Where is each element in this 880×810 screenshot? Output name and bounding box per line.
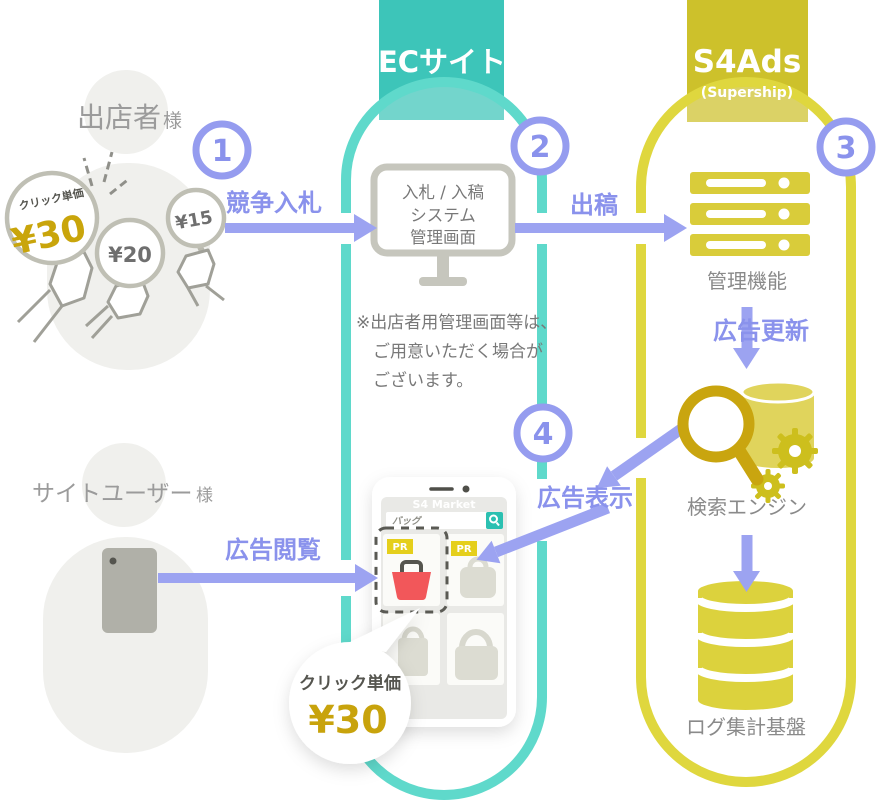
- submission-arrow: [515, 214, 687, 242]
- ad-update-arrow: [733, 307, 760, 369]
- seller-label: 出店者: [77, 101, 161, 134]
- step-badges: 1 2 3 4: [192, 116, 876, 463]
- engine-to-log-arrow: [733, 535, 760, 592]
- footnote-line1: ※出店者用管理画面等は、: [356, 313, 557, 333]
- emphasis-dashes-icon: [82, 151, 131, 196]
- monitor-icon: 入札 / 入稿 システム 管理画面: [370, 163, 516, 286]
- bid-paddle-15: ¥15: [165, 187, 227, 307]
- bid-paddle-30: クリック単価 ¥30: [4, 170, 100, 343]
- monitor-line3: 管理画面: [410, 228, 476, 247]
- s4ads-header: [687, 0, 808, 122]
- site-user-label: サイトユーザー: [32, 481, 193, 507]
- competitive-bid-arrow: [225, 214, 377, 242]
- search-engine-label: 検索エンジン: [687, 495, 807, 519]
- search-icon: [489, 514, 500, 527]
- step-3-badge: 3: [816, 117, 876, 177]
- monitor-line1: 入札 / 入稿: [402, 183, 484, 202]
- gear-icon: [772, 428, 818, 474]
- magnifier-icon: [677, 385, 764, 486]
- ad-display-label: 広告表示: [537, 484, 633, 512]
- app-title: S4 Market: [413, 498, 476, 511]
- bid-paddle-20: ¥20: [84, 217, 166, 340]
- ec-site-title: ECサイト: [378, 45, 506, 79]
- cpc-bubble-value: ¥30: [308, 698, 387, 742]
- bag-icon: [398, 626, 428, 676]
- monitor-line2: システム: [410, 206, 476, 225]
- flow-arrows: [158, 214, 760, 592]
- step-4-number: 4: [533, 417, 554, 452]
- ad-display-arrow-lower: [476, 502, 611, 564]
- admin-function-label: 管理機能: [707, 269, 787, 293]
- user-smartphone-icon: [102, 548, 157, 633]
- pr-badge-1: PR: [387, 539, 413, 554]
- footnote-line2: ご用意いただく場合が: [373, 342, 543, 362]
- step-2-number: 2: [530, 130, 551, 165]
- pr-badge-1-label: PR: [392, 542, 407, 553]
- step-1-number: 1: [212, 134, 233, 169]
- pr-badge-2-label: PR: [456, 544, 471, 555]
- search-bar: バッグ: [386, 512, 503, 529]
- step-1-badge: 1: [192, 120, 252, 180]
- camera-icon: [462, 485, 470, 493]
- s4ads-title: S4Ads: [693, 44, 802, 80]
- search-engine-icon: [677, 380, 818, 503]
- log-platform-label: ログ集計基盤: [686, 715, 806, 739]
- cpc-bubble: クリック単価 ¥30: [289, 608, 420, 764]
- ec-site-header: [379, 0, 504, 120]
- ad-highlight-dashed-border: [374, 526, 449, 614]
- bag-icon: [455, 629, 498, 680]
- step-2-badge: 2: [510, 116, 570, 176]
- s4ads-subtitle: (Supership): [701, 85, 793, 101]
- seller-suffix: 様: [163, 110, 182, 132]
- ad-update-label: 広告更新: [713, 317, 809, 345]
- footnote-line3: ございます。: [373, 370, 473, 391]
- red-basket-icon: [392, 560, 431, 601]
- pr-badge-2: PR: [451, 541, 477, 556]
- cpc-bubble-label: クリック単価: [299, 673, 401, 694]
- log-database-icon: [694, 581, 797, 710]
- footnote: ※出店者用管理画面等は、 ご用意いただく場合が ございます。: [356, 313, 557, 391]
- search-input-value: バッグ: [392, 515, 422, 527]
- site-user-suffix: 様: [196, 486, 213, 506]
- hand-icon: [176, 248, 216, 290]
- competitive-bid-label: 競争入札: [226, 189, 322, 217]
- step-4-badge: 4: [513, 403, 573, 463]
- ad-viewing-label: 広告閲覧: [225, 536, 321, 564]
- step-3-number: 3: [836, 131, 857, 166]
- site-user-silhouette: [43, 443, 208, 753]
- submission-label: 出稿: [570, 191, 618, 219]
- bid2-value: ¥20: [108, 243, 152, 267]
- search-button: [486, 512, 503, 529]
- server-icon: [690, 172, 810, 256]
- ad-viewing-arrow: [158, 564, 378, 592]
